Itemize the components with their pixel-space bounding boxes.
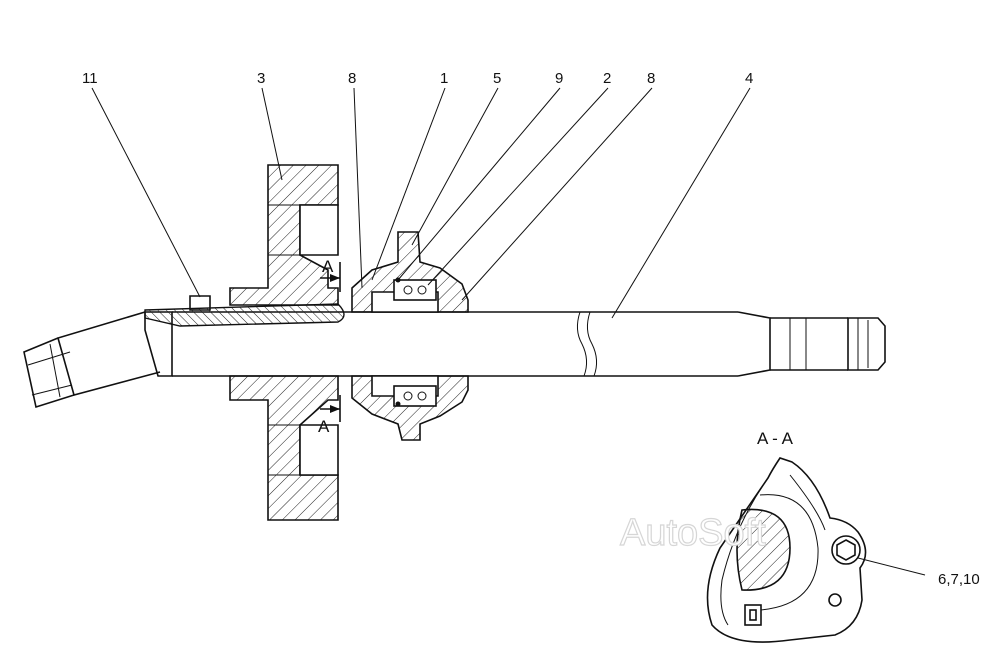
section-mark-top: A [320,257,341,292]
callout-1: 1 [440,70,448,87]
callout-labels: 11 3 8 1 5 9 2 8 4 [82,70,753,87]
callout-11: 11 [82,70,98,87]
part-11-lock-plate [144,295,345,327]
callout-8-left: 8 [348,70,356,87]
callout-4: 4 [745,70,753,87]
section-mark-bottom: A [318,395,341,436]
section-letter-bottom: A [318,417,330,436]
section-letter-top: A [322,257,334,276]
bearing-housing [351,231,469,441]
callout-5: 5 [493,70,501,87]
callout-3: 3 [257,70,265,87]
angled-shaft-end [23,311,173,409]
callout-9: 9 [555,70,563,87]
detail-callout-6-7-10: 6,7,10 [938,571,980,588]
callout-8-right: 8 [647,70,655,87]
part-3-flange [229,164,339,521]
section-view-a-a: A - A 6,7,10 [706,429,980,643]
leader-lines [91,87,751,319]
callout-2: 2 [603,70,611,87]
watermark: AutoSoft [620,512,766,554]
section-view-title: A - A [757,429,794,448]
